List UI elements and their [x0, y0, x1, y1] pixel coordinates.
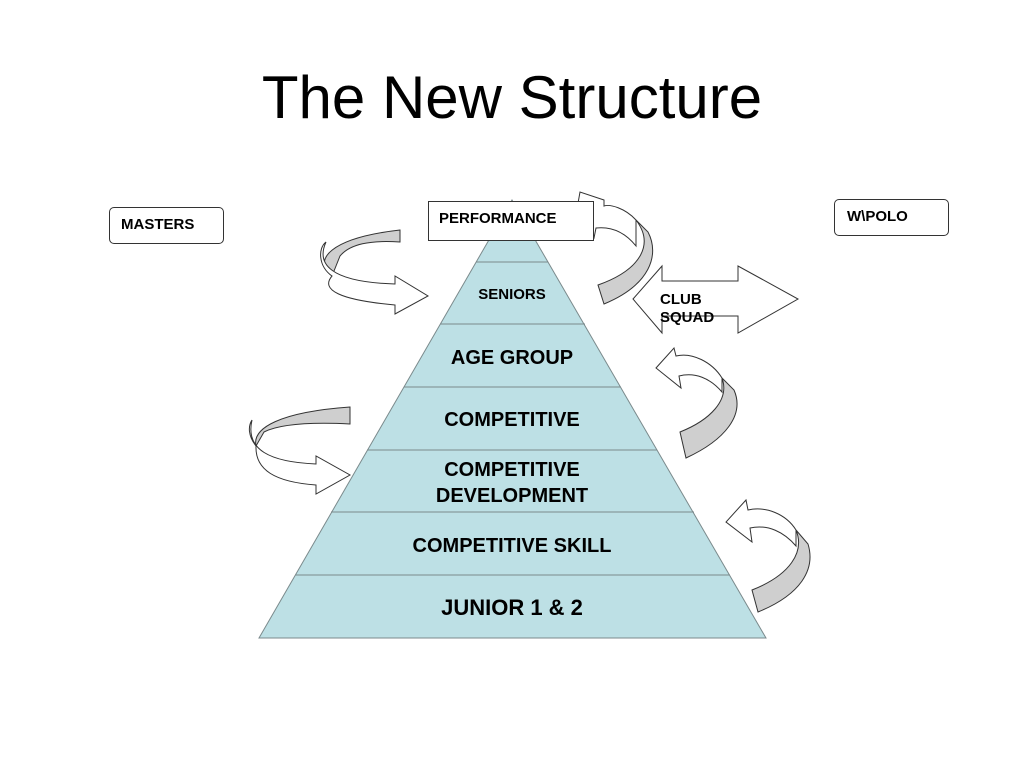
curved-arrow-icon: [248, 406, 352, 495]
curved-arrow-icon: [655, 346, 738, 459]
curved-arrow-icon: [320, 229, 430, 315]
curved-arrow-icon: [725, 498, 811, 613]
level-seniors: SENIORS: [478, 286, 546, 303]
slide-title: The New Structure: [261, 64, 763, 131]
performance-label: PERFORMANCE: [439, 210, 557, 227]
level-age-group: AGE GROUP: [451, 347, 573, 369]
pyramid-shape: [258, 199, 767, 639]
level-competitive-skill: COMPETITIVE SKILL: [413, 535, 612, 557]
double-arrow-icon: [632, 264, 800, 335]
level-junior: JUNIOR 1 & 2: [441, 595, 583, 620]
masters-label: MASTERS: [121, 216, 195, 233]
level-competitive-development-line1: COMPETITIVE: [444, 459, 580, 481]
wpolo-box: W\POLO: [834, 199, 949, 236]
performance-box: PERFORMANCE: [428, 201, 594, 241]
level-competitive-development-line2: DEVELOPMENT: [436, 485, 588, 507]
masters-box: MASTERS: [109, 207, 224, 244]
level-competitive: COMPETITIVE: [444, 409, 580, 431]
club-squad-label: CLUB SQUAD: [660, 291, 715, 326]
wpolo-label: W\POLO: [847, 208, 908, 225]
